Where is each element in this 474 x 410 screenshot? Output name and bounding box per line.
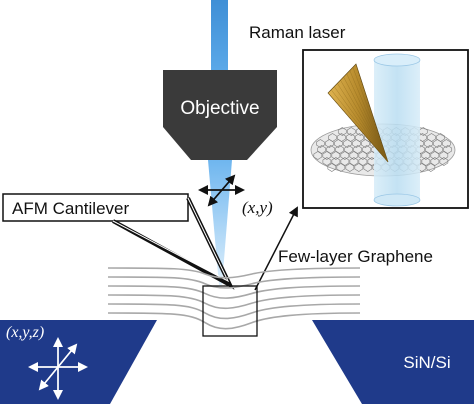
lattice-cell bbox=[346, 127, 356, 136]
focused-beam bbox=[208, 160, 232, 285]
focus-box bbox=[202, 285, 258, 337]
lattice-cell bbox=[331, 157, 341, 166]
lattice-cell bbox=[325, 139, 334, 148]
lattice-cell bbox=[362, 145, 372, 154]
lattice-cell bbox=[421, 157, 431, 166]
zoom-arrow bbox=[254, 206, 298, 291]
lattice-cell bbox=[345, 163, 355, 172]
lattice-cell bbox=[346, 133, 355, 142]
lattice-cell bbox=[322, 151, 332, 160]
graphene-layer-line bbox=[107, 276, 361, 289]
lattice-cell bbox=[433, 139, 442, 148]
xyz-label: (x,y,z) bbox=[6, 324, 44, 341]
lattice-cell bbox=[322, 157, 332, 166]
lattice-cell bbox=[340, 151, 350, 160]
tip-texture-line bbox=[349, 70, 389, 163]
lattice-cell bbox=[343, 139, 352, 148]
lattice-cell bbox=[430, 157, 440, 166]
tip-texture-line bbox=[327, 92, 389, 163]
tip-texture-line bbox=[337, 83, 389, 163]
raman-laser-label: Raman laser bbox=[249, 23, 346, 42]
lattice-cell bbox=[340, 157, 350, 166]
lattice-cell bbox=[353, 145, 363, 154]
graphene-layer-line bbox=[107, 267, 361, 279]
lattice-cell bbox=[328, 133, 337, 142]
graphene-layer-line bbox=[107, 303, 361, 320]
lattice-cell bbox=[334, 139, 343, 148]
lattice-cell bbox=[313, 151, 323, 160]
lattice-cell bbox=[439, 151, 449, 160]
lattice-cell bbox=[337, 133, 346, 142]
lattice-cell bbox=[425, 145, 435, 154]
lattice-cell bbox=[426, 163, 436, 172]
few-layer-graphene-label: Few-layer Graphene bbox=[278, 247, 433, 266]
lattice-cell bbox=[358, 151, 368, 160]
tip-texture-line bbox=[334, 86, 389, 163]
afm-cantilever-box bbox=[2, 193, 189, 222]
lattice-cell bbox=[331, 151, 341, 160]
lattice-cell bbox=[358, 157, 368, 166]
lattice-cell bbox=[427, 133, 436, 142]
inset-panel bbox=[302, 49, 469, 209]
substrate-right bbox=[312, 320, 474, 404]
lattice-cell bbox=[424, 139, 433, 148]
lattice-cell bbox=[361, 139, 370, 148]
lattice-cell bbox=[442, 139, 451, 148]
lattice-cell bbox=[326, 145, 336, 154]
lattice-cell bbox=[316, 139, 325, 148]
raman-laser-beam bbox=[211, 0, 228, 70]
lattice-cell bbox=[430, 151, 440, 160]
xyz-move-arrows bbox=[28, 337, 88, 400]
objective-lens: Objective bbox=[163, 70, 277, 160]
graphene-layer-line bbox=[107, 294, 361, 310]
xy-scan-arrows bbox=[198, 174, 245, 207]
tip-texture-line bbox=[330, 89, 389, 163]
lattice-cell bbox=[436, 133, 445, 142]
objective-label: Objective bbox=[180, 98, 259, 119]
lattice-cell bbox=[317, 145, 327, 154]
afm-cantilever-label: AFM Cantilever bbox=[12, 199, 129, 218]
lattice-cell bbox=[349, 157, 359, 166]
lattice-cell bbox=[443, 145, 453, 154]
tip-texture-line bbox=[352, 67, 389, 163]
graphene-layers bbox=[107, 267, 361, 330]
lattice-cell bbox=[335, 145, 345, 154]
lattice-cell bbox=[352, 139, 361, 148]
lattice-cell bbox=[327, 163, 337, 172]
lattice-cell bbox=[355, 133, 364, 142]
tip-texture-line bbox=[343, 76, 389, 163]
lattice-cell bbox=[344, 145, 354, 154]
xy-label: (x,y) bbox=[242, 198, 273, 217]
tip-texture-line bbox=[346, 73, 389, 163]
lattice-cell bbox=[336, 163, 346, 172]
lattice-cell bbox=[434, 145, 444, 154]
lattice-cell bbox=[349, 151, 359, 160]
afm-cantilever bbox=[112, 197, 235, 290]
substrate-label: SiN/Si bbox=[403, 353, 450, 372]
lattice-cell bbox=[354, 163, 364, 172]
tip-texture-line bbox=[340, 79, 389, 163]
graphene-layer-line bbox=[107, 312, 361, 330]
lattice-cell bbox=[439, 157, 449, 166]
lattice-cell bbox=[421, 151, 431, 160]
lattice-cell bbox=[337, 127, 347, 136]
graphene-layer-line bbox=[107, 285, 361, 299]
lattice-cell bbox=[363, 163, 373, 172]
